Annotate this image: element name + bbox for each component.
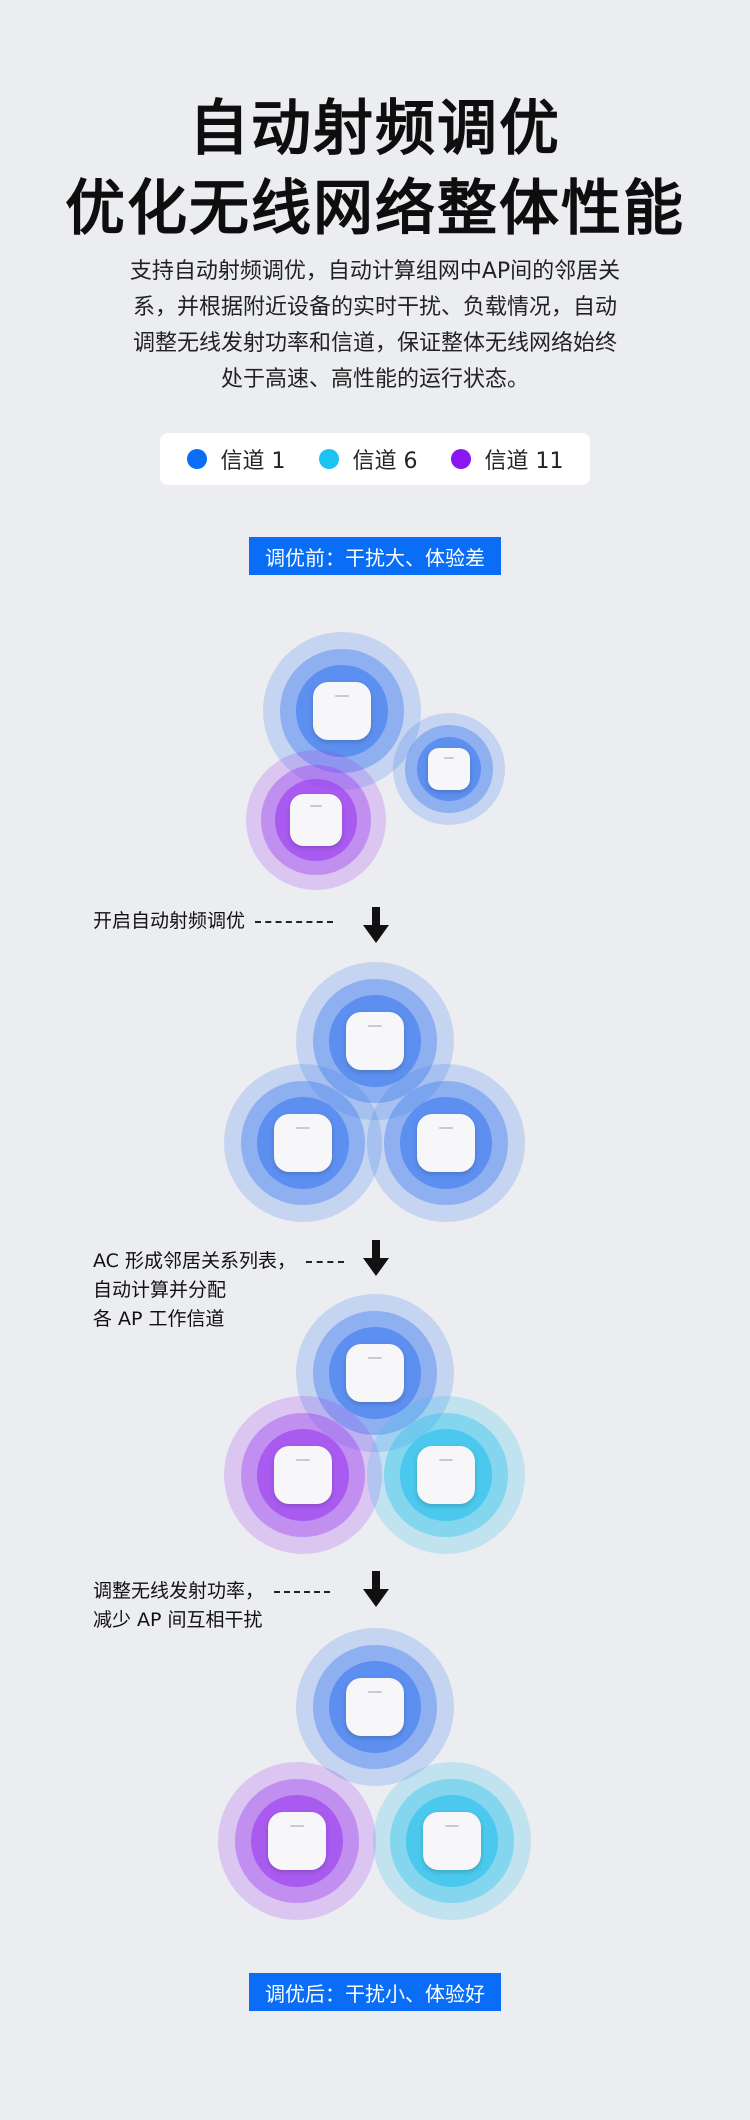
page-title-line-1: 自动射频调优 — [189, 94, 561, 164]
channel-legend: 信道 1 信道 6 信道 11 — [160, 433, 590, 485]
access-point-icon — [416, 1113, 476, 1173]
description-line: 支持自动射频调优，自动计算组网中AP间的邻居关 — [129, 259, 621, 284]
arrow-down-icon — [363, 1571, 389, 1607]
badge-before-tuning: 调优前：干扰大、体验差 — [249, 537, 501, 575]
page-title-line-2: 优化无线网络整体性能 — [65, 174, 685, 244]
ap-g3-top — [296, 1294, 454, 1452]
step-enable-tuning: 开启自动射频调优 — [93, 907, 334, 936]
legend-label: 信道 11 — [484, 449, 564, 474]
legend-label: 信道 1 — [220, 449, 286, 474]
ap-after-right — [373, 1762, 531, 1920]
description-line: 处于高速、高性能的运行状态。 — [220, 367, 529, 392]
legend-dot-icon — [318, 449, 339, 469]
step-line: AC 形成邻居关系列表， — [93, 1247, 344, 1276]
step-neighbor-list: AC 形成邻居关系列表， 自动计算并分配 各 AP 工作信道 — [93, 1247, 344, 1334]
description-line: 调整无线发射功率和信道，保证整体无线网络始终 — [132, 331, 617, 356]
legend-item-channel-6: 信道 6 — [318, 443, 418, 475]
access-point-icon — [416, 1445, 476, 1505]
description: 支持自动射频调优，自动计算组网中AP间的邻居关 系，并根据附近设备的实时干扰、负… — [95, 254, 655, 398]
legend-dot-icon — [450, 449, 471, 469]
ap-before-left — [246, 750, 386, 890]
step-line: 自动计算并分配 — [93, 1279, 227, 1301]
access-point-icon — [273, 1445, 333, 1505]
ap-g2-top — [296, 962, 454, 1120]
step-line: 各 AP 工作信道 — [93, 1308, 225, 1330]
access-point-icon — [345, 1343, 405, 1403]
legend-label: 信道 6 — [352, 449, 418, 474]
arrow-down-icon — [363, 907, 389, 943]
description-line: 系，并根据附近设备的实时干扰、负载情况，自动 — [132, 295, 617, 320]
ap-g3-right — [367, 1396, 525, 1554]
ap-g2-left — [224, 1064, 382, 1222]
access-point-icon — [345, 1677, 405, 1737]
access-point-icon — [290, 794, 342, 846]
access-point-icon — [428, 748, 470, 790]
step-line: 减少 AP 间互相干扰 — [93, 1609, 263, 1631]
ap-after-top — [296, 1628, 454, 1786]
step-line: 开启自动射频调优 — [93, 907, 334, 936]
dashed-connector — [274, 1590, 331, 1593]
legend-item-channel-11: 信道 11 — [450, 443, 564, 475]
badge-after-tuning: 调优后：干扰小、体验好 — [249, 1973, 501, 2011]
access-point-icon — [345, 1011, 405, 1071]
legend-item-channel-1: 信道 1 — [186, 443, 286, 475]
ap-g3-left — [224, 1396, 382, 1554]
access-point-icon — [422, 1811, 482, 1871]
ap-g2-right — [367, 1064, 525, 1222]
ap-before-right — [393, 713, 505, 825]
legend-dot-icon — [186, 449, 207, 469]
step-adjust-power: 调整无线发射功率， 减少 AP 间互相干扰 — [93, 1577, 331, 1635]
dashed-connector — [305, 1260, 344, 1263]
access-point-icon — [273, 1113, 333, 1173]
dashed-connector — [255, 920, 334, 923]
ap-after-left — [218, 1762, 376, 1920]
step-line: 调整无线发射功率， — [93, 1577, 331, 1606]
access-point-icon — [267, 1811, 327, 1871]
access-point-icon — [312, 681, 372, 741]
ap-before-top — [263, 632, 421, 790]
arrow-down-icon — [363, 1240, 389, 1276]
